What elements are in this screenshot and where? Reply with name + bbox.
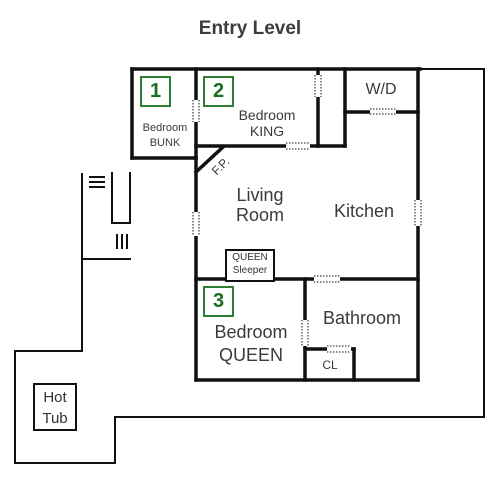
bedroom-1-badge: 1: [140, 76, 171, 107]
deck-outline: [14, 68, 485, 464]
bedroom-3-badge: 3: [203, 286, 234, 317]
bedroom-2-label-line2: KING: [249, 123, 285, 140]
doorways: [193, 75, 422, 353]
bedroom-2-label-line1: Bedroom: [238, 107, 296, 123]
hot-tub-line1: Hot: [43, 389, 67, 406]
bedroom-2-label: Bedroom KING: [222, 107, 312, 140]
living-room-label: Living Room: [220, 185, 300, 226]
page-title: Entry Level: [198, 18, 302, 39]
living-room-label-line1: Living: [236, 185, 284, 205]
living-room-label-line2: Room: [235, 204, 284, 225]
hot-tub-line2: Tub: [42, 410, 68, 427]
washer-dryer-label: W/D: [365, 81, 397, 98]
bedroom-1-label-line1: Bedroom: [142, 122, 188, 134]
stairs: [89, 172, 131, 249]
bedroom-3-label-line2: QUEEN: [218, 344, 283, 365]
bedroom-3-label-line1: Bedroom: [214, 322, 288, 342]
bedroom-1-label: Bedroom BUNK: [134, 122, 196, 149]
bedroom-2-badge: 2: [203, 76, 234, 107]
queen-sleeper: QUEEN Sleeper: [225, 249, 275, 282]
queen-sleeper-line2: Sleeper: [232, 265, 268, 276]
queen-sleeper-line1: QUEEN: [232, 252, 268, 263]
bedroom-3-label: Bedroom QUEEN: [203, 322, 299, 366]
closet-label: CL: [322, 358, 338, 372]
bathroom-label: Bathroom: [322, 308, 402, 328]
hot-tub: Hot Tub: [33, 383, 77, 431]
kitchen-label: Kitchen: [333, 201, 395, 221]
bedroom-1-label-line2: BUNK: [149, 137, 181, 150]
